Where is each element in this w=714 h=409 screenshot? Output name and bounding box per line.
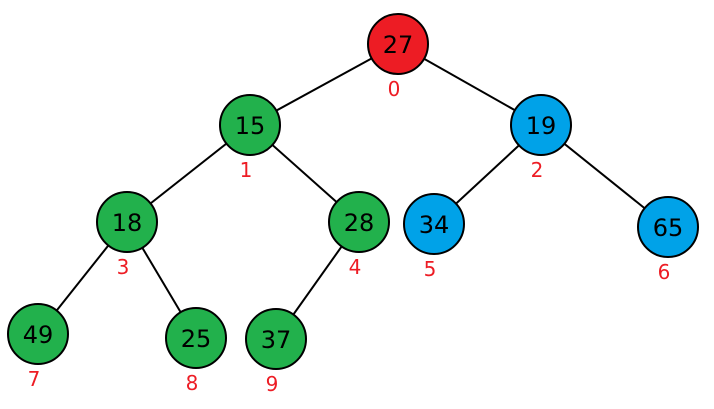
- tree-node-4: 28 4: [328, 191, 390, 279]
- node-index-label: 9: [266, 372, 279, 396]
- node-circle: [245, 308, 307, 370]
- tree-node-8: 25 8: [165, 307, 227, 395]
- node-index-label: 7: [28, 367, 41, 391]
- node-index-label: 3: [117, 255, 130, 279]
- node-index-label: 2: [531, 158, 544, 182]
- tree-nodes: 27 0 15 1 19 2 18 3 28 4 34 5 65 6 49 7 25 8 37 9: [7, 13, 699, 396]
- tree-node-0: 27 0: [367, 13, 429, 101]
- node-index-label: 5: [424, 257, 437, 281]
- node-circle: [637, 196, 699, 258]
- node-index-label: 6: [658, 260, 671, 284]
- tree-node-1: 15 1: [219, 94, 281, 182]
- node-value: 25: [181, 325, 212, 353]
- tree-node-7: 49 7: [7, 303, 69, 391]
- tree-node-2: 19 2: [510, 94, 572, 182]
- node-index-label: 4: [349, 255, 362, 279]
- node-index-label: 8: [186, 371, 199, 395]
- node-value: 19: [526, 112, 557, 140]
- node-value: 28: [344, 209, 375, 237]
- node-value: 37: [261, 326, 292, 354]
- node-circle: [328, 191, 390, 253]
- node-circle: [219, 94, 281, 156]
- node-circle: [7, 303, 69, 365]
- tree-node-5: 34 5: [403, 193, 465, 281]
- node-circle: [367, 13, 429, 75]
- node-value: 15: [235, 112, 266, 140]
- node-circle: [403, 193, 465, 255]
- node-index-label: 0: [388, 77, 401, 101]
- tree-node-6: 65 6: [637, 196, 699, 284]
- node-value: 49: [23, 321, 54, 349]
- node-circle: [510, 94, 572, 156]
- tree-node-3: 18 3: [96, 191, 158, 279]
- node-value: 27: [383, 31, 414, 59]
- node-value: 65: [653, 214, 684, 242]
- node-value: 18: [112, 209, 143, 237]
- node-value: 34: [419, 211, 450, 239]
- node-circle: [165, 307, 227, 369]
- tree-node-9: 37 9: [245, 308, 307, 396]
- node-circle: [96, 191, 158, 253]
- node-index-label: 1: [240, 158, 253, 182]
